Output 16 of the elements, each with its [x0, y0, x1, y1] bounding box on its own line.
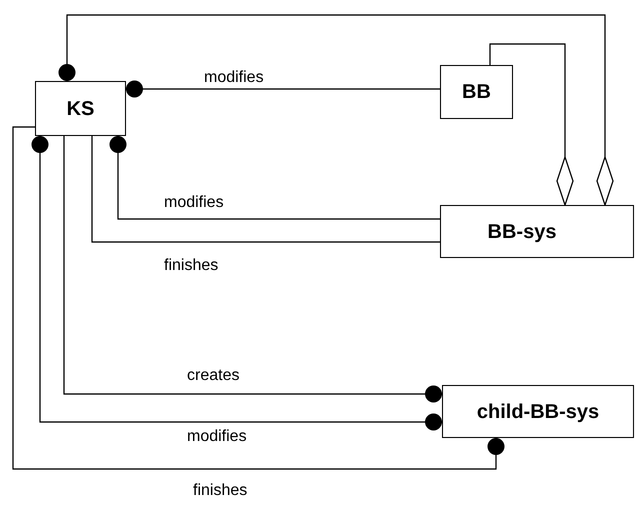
- connector: [63, 136, 442, 402]
- class-box: [442, 385, 634, 438]
- connector: [12, 126, 504, 470]
- class-box: [440, 65, 513, 119]
- node-title: KS: [66, 96, 94, 122]
- connector: [489, 43, 574, 206]
- connector: [58, 14, 614, 206]
- connector: [110, 136, 440, 220]
- connector: [126, 80, 440, 98]
- class-box: [440, 205, 634, 258]
- connector-line: [91, 136, 440, 243]
- node-title: child-BB-sys: [476, 400, 600, 424]
- node-title: BB: [462, 80, 491, 105]
- connector: [32, 136, 442, 430]
- node-title: BB-sys: [488, 220, 556, 244]
- class-box: [35, 81, 126, 136]
